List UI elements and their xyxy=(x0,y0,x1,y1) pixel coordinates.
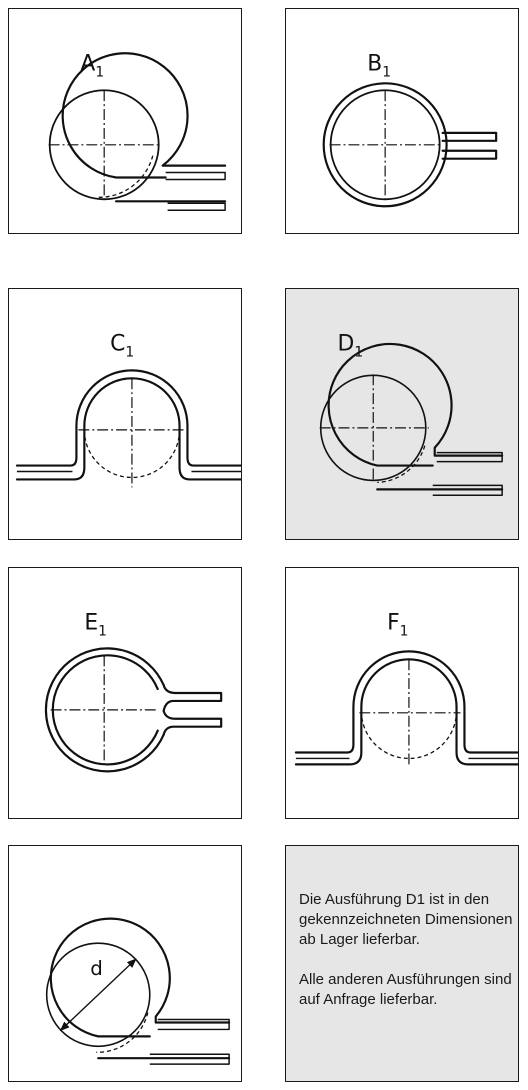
note-paragraph-request: Alle anderen Ausführungen sind auf Anfra… xyxy=(299,971,512,1008)
clamp-d1-drawing: D1 xyxy=(319,332,504,497)
label-c1: C1 xyxy=(110,332,134,361)
label-b1: B1 xyxy=(367,51,391,80)
clamp-b1-drawing: B1 xyxy=(322,51,498,208)
clamp-f1-drawing: F1 xyxy=(294,611,518,767)
clamp-a1-drawing: A1 xyxy=(48,51,227,211)
dimension-drawing: d xyxy=(45,917,231,1065)
availability-note: Die Ausführung D1 ist in den gekennzeich… xyxy=(299,890,521,1030)
clamp-panel-d1: D1 xyxy=(285,288,519,540)
clamp-panel-e1: E1 xyxy=(8,567,242,819)
clamp-panel-b1: B1 xyxy=(285,8,519,234)
clamp-panel-c1: C1 xyxy=(8,288,242,540)
label-e1: E1 xyxy=(84,611,107,640)
dimension-panel: d xyxy=(8,845,242,1082)
note-paragraph-stock: Die Ausführung D1 ist in den gekennzeich… xyxy=(299,891,513,948)
clamp-c1-drawing: C1 xyxy=(15,332,241,488)
clamp-panel-f1: F1 xyxy=(285,567,519,819)
label-a1: A1 xyxy=(80,51,104,80)
availability-note-panel: Die Ausführung D1 ist in den gekennzeich… xyxy=(285,845,519,1082)
clamp-panel-a1: A1 xyxy=(8,8,242,234)
diameter-label: d xyxy=(90,957,103,980)
clamp-e1-drawing: E1 xyxy=(44,611,223,773)
diameter-arrow xyxy=(59,958,137,1032)
label-f1: F1 xyxy=(387,611,408,640)
label-d1: D1 xyxy=(338,332,364,361)
